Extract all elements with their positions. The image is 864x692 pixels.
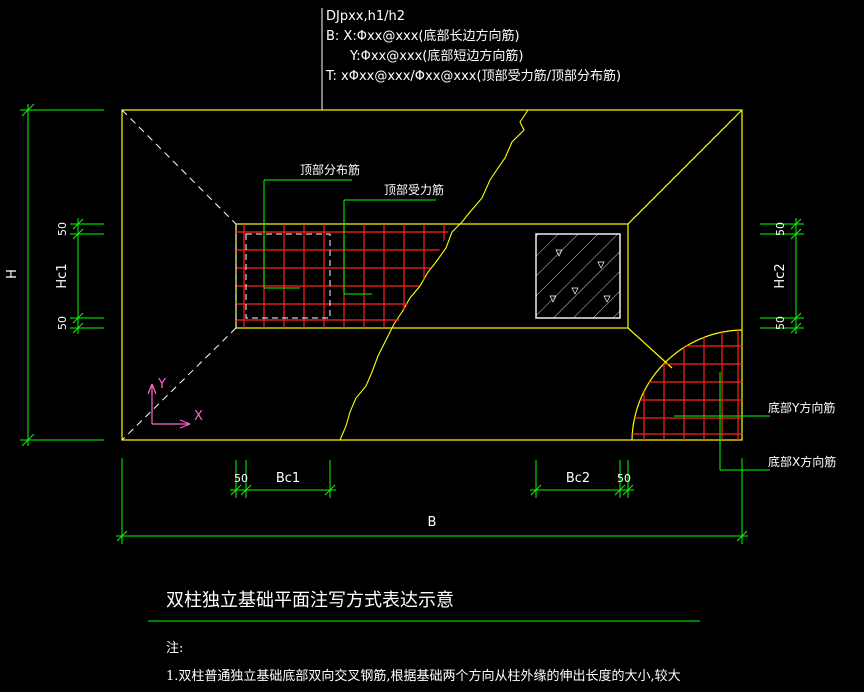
hidden-slope-edges [121,109,237,441]
dim-offset-hc1-top: 50 [56,222,69,236]
slope-line-br [627,327,673,369]
dim-offset-hc2-top: 50 [774,222,787,236]
bottom-rebar-grid [632,330,742,440]
label-top-main-bar: 顶部受力筋 [384,182,444,197]
notes-item-1: 1.双柱普通独立基础底部双向交叉钢筋,根据基础两个方向从柱外缘的伸出长度的大小,… [166,668,681,684]
annotation-top: T: xΦxx@xxx/Φxx@xxx(顶部受力筋/顶部分布筋) [325,68,621,84]
ucs-icon [147,383,191,429]
dim-offset-hc1-bottom: 50 [56,316,69,330]
foundation-outline [121,109,743,441]
label-bottom-y-bar: 底部Y方向筋 [768,400,835,415]
slope-line-tr [627,109,743,225]
dim-Bc2: Bc2 [566,471,590,486]
dim-H: H [5,269,20,279]
annotation-bottom-y: Y:Φxx@xxx(底部短边方向筋) [349,48,523,64]
dim-offset-bc2: 50 [617,472,631,485]
drawing-title: 双柱独立基础平面注写方式表达示意 [166,590,454,611]
label-bottom-x-bar: 底部X方向筋 [768,454,836,469]
label-top-distribution-bar: 顶部分布筋 [300,162,360,177]
ucs-y-label: Y [157,377,166,392]
foundation-boundary [121,109,743,441]
leader-lines [263,179,770,471]
dim-Hc1: Hc1 [55,263,70,288]
dim-Hc2: Hc2 [773,263,788,288]
annotation-bottom-x: B: X:Φxx@xxx(底部长边方向筋) [326,28,520,44]
column-1-outline [245,233,331,319]
annotation-code: DJpxx,h1/h2 [326,9,405,24]
dim-offset-hc2-bottom: 50 [774,316,787,330]
break-line [339,109,529,441]
notes-heading: 注: [166,641,183,656]
ucs-x-label: X [194,409,203,424]
dimension-texts: H Hc1 50 50 Hc2 50 50 50 Bc1 Bc2 50 B [5,222,788,530]
dim-Bc1: Bc1 [276,471,300,486]
dim-offset-bc1: 50 [234,472,248,485]
dim-B: B [428,515,437,530]
top-rebar-grid [236,224,452,328]
dimension-lines [20,103,804,544]
rebar-detail-arc [631,329,743,441]
column-2 [535,233,621,319]
